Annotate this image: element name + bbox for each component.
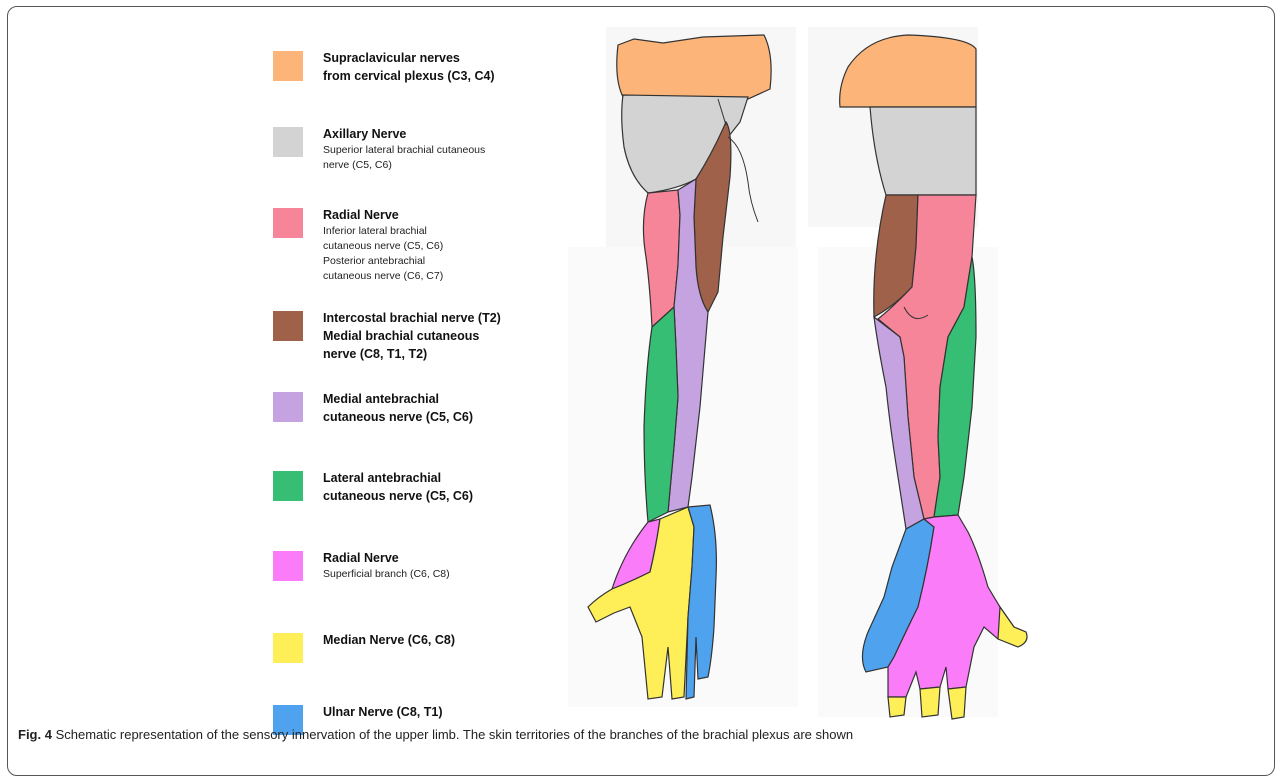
legend-swatch [273,208,303,238]
arm-diagram [568,7,1275,727]
legend-title: Medial antebrachial cutaneous nerve (C5,… [323,390,563,426]
legend-subtitle: Superficial branch (C6, C8) [323,567,563,582]
region-supraclavicular [617,35,771,99]
legend-swatch [273,127,303,157]
region-axillary [870,107,976,195]
region-median-finger [920,687,940,717]
legend-swatch [273,633,303,663]
legend-title: Axillary Nerve [323,125,563,143]
legend-subtitle: Superior lateral brachial cutaneous nerv… [323,143,563,173]
posterior-arm [808,27,1027,719]
region-median-thumb [998,607,1027,647]
legend-subtitle: Inferior lateral brachial cutaneous nerv… [323,224,563,284]
caption-text: Schematic representation of the sensory … [56,727,854,742]
legend-swatch [273,471,303,501]
region-median-finger [888,697,906,717]
caption-line: Fig. 4 Schematic representation of the s… [18,726,1268,743]
legend-title: Supraclavicular nerves from cervical ple… [323,49,563,85]
figure-frame: Supraclavicular nerves from cervical ple… [7,6,1275,776]
legend-swatch [273,551,303,581]
legend: Supraclavicular nerves from cervical ple… [8,7,568,727]
legend-swatch [273,311,303,341]
legend-title: Lateral antebrachial cutaneous nerve (C5… [323,469,563,505]
anterior-arm [568,27,798,707]
legend-title: Median Nerve (C6, C8) [323,631,563,649]
figure-caption: Fig. 4 Schematic representation of the s… [18,726,1268,743]
caption-label: Fig. 4 [18,727,52,742]
legend-title: Intercostal brachial nerve (T2) Medial b… [323,309,563,363]
legend-title: Radial Nerve [323,206,563,224]
legend-swatch [273,51,303,81]
legend-title: Ulnar Nerve (C8, T1) [323,703,563,721]
legend-title: Radial Nerve [323,549,563,567]
legend-swatch [273,392,303,422]
